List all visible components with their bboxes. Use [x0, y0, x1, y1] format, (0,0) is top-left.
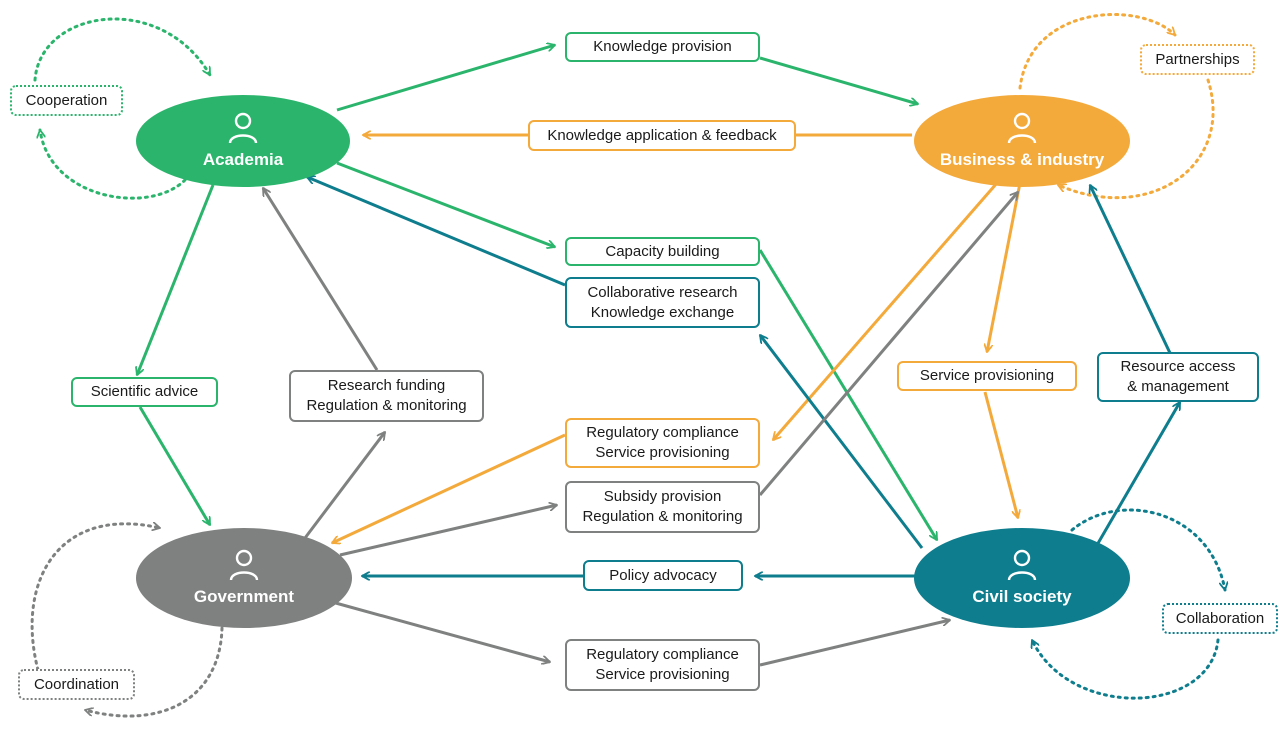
- label-scientific-advice: Scientific advice: [71, 377, 218, 407]
- loop-civil: [1030, 508, 1225, 700]
- person-icon: [229, 549, 259, 581]
- label-service-provisioning: Service provisioning: [897, 361, 1077, 391]
- label-resource-access: Resource access & management: [1097, 352, 1259, 402]
- label-knowledge-application: Knowledge application & feedback: [528, 120, 796, 151]
- label-regulatory-compliance-business: Regulatory compliance Service provisioni…: [565, 418, 760, 468]
- label-regulatory-compliance-civil: Regulatory compliance Service provisioni…: [565, 639, 760, 691]
- node-civil-society: Civil society: [914, 528, 1130, 628]
- arrow-knowledge-provision-a: [336, 45, 555, 112]
- label-subsidy-provision: Subsidy provision Regulation & monitorin…: [565, 481, 760, 533]
- label-research-funding: Research funding Regulation & monitoring: [289, 370, 484, 422]
- arrow-scientific-advice-b: [138, 406, 212, 525]
- label-knowledge-provision: Knowledge provision: [565, 32, 760, 62]
- arrow-research-funding-a: [303, 432, 387, 539]
- label-policy-advocacy: Policy advocacy: [583, 560, 743, 591]
- loop-label-coordination: Coordination: [18, 669, 135, 700]
- arrow-resource-access-b: [1090, 185, 1172, 354]
- arrow-collaborative-research-b: [307, 177, 566, 287]
- loop-label-collaboration: Collaboration: [1162, 603, 1278, 634]
- person-icon: [1007, 549, 1037, 581]
- arrow-service-provisioning-a: [987, 182, 1022, 352]
- label-capacity-building: Capacity building: [565, 237, 760, 266]
- arrow-scientific-advice-a: [137, 184, 215, 375]
- arrow-collaborative-research-a: [758, 335, 924, 549]
- arrow-capacity-building-a: [336, 161, 555, 247]
- loop-label-cooperation: Cooperation: [10, 85, 123, 116]
- node-government: Government: [136, 528, 352, 628]
- arrow-subsidy-provision-a: [339, 505, 557, 557]
- arrow-capacity-building-b: [758, 249, 939, 540]
- person-icon: [1007, 112, 1037, 144]
- loop-academia: [33, 17, 212, 200]
- node-civil-society-label: Civil society: [972, 587, 1072, 606]
- node-government-label: Government: [193, 587, 295, 606]
- loop-label-partnerships: Partnerships: [1140, 44, 1255, 75]
- node-academia-label: Academia: [202, 150, 284, 169]
- arrow-research-funding-b: [261, 188, 379, 371]
- loop-government: [30, 524, 224, 718]
- arrow-regulatory-compliance-civil-a: [331, 600, 550, 662]
- arrow-regulatory-compliance-business-b: [332, 433, 566, 543]
- loop-business: [1018, 13, 1215, 200]
- node-academia: Academia: [136, 95, 350, 187]
- person-icon: [228, 112, 258, 144]
- label-collaborative-research: Collaborative research Knowledge exchang…: [565, 277, 760, 328]
- arrow-resource-access-a: [1095, 402, 1182, 546]
- arrow-subsidy-provision-b: [758, 192, 1018, 496]
- arrow-knowledge-provision-b: [759, 56, 918, 104]
- node-business: Business & industry: [914, 95, 1130, 187]
- arrow-service-provisioning-b: [983, 391, 1018, 518]
- arrow-regulatory-compliance-civil-b: [759, 620, 950, 667]
- node-business-label: Business & industry: [939, 150, 1105, 169]
- arrow-regulatory-compliance-business-a: [773, 182, 999, 440]
